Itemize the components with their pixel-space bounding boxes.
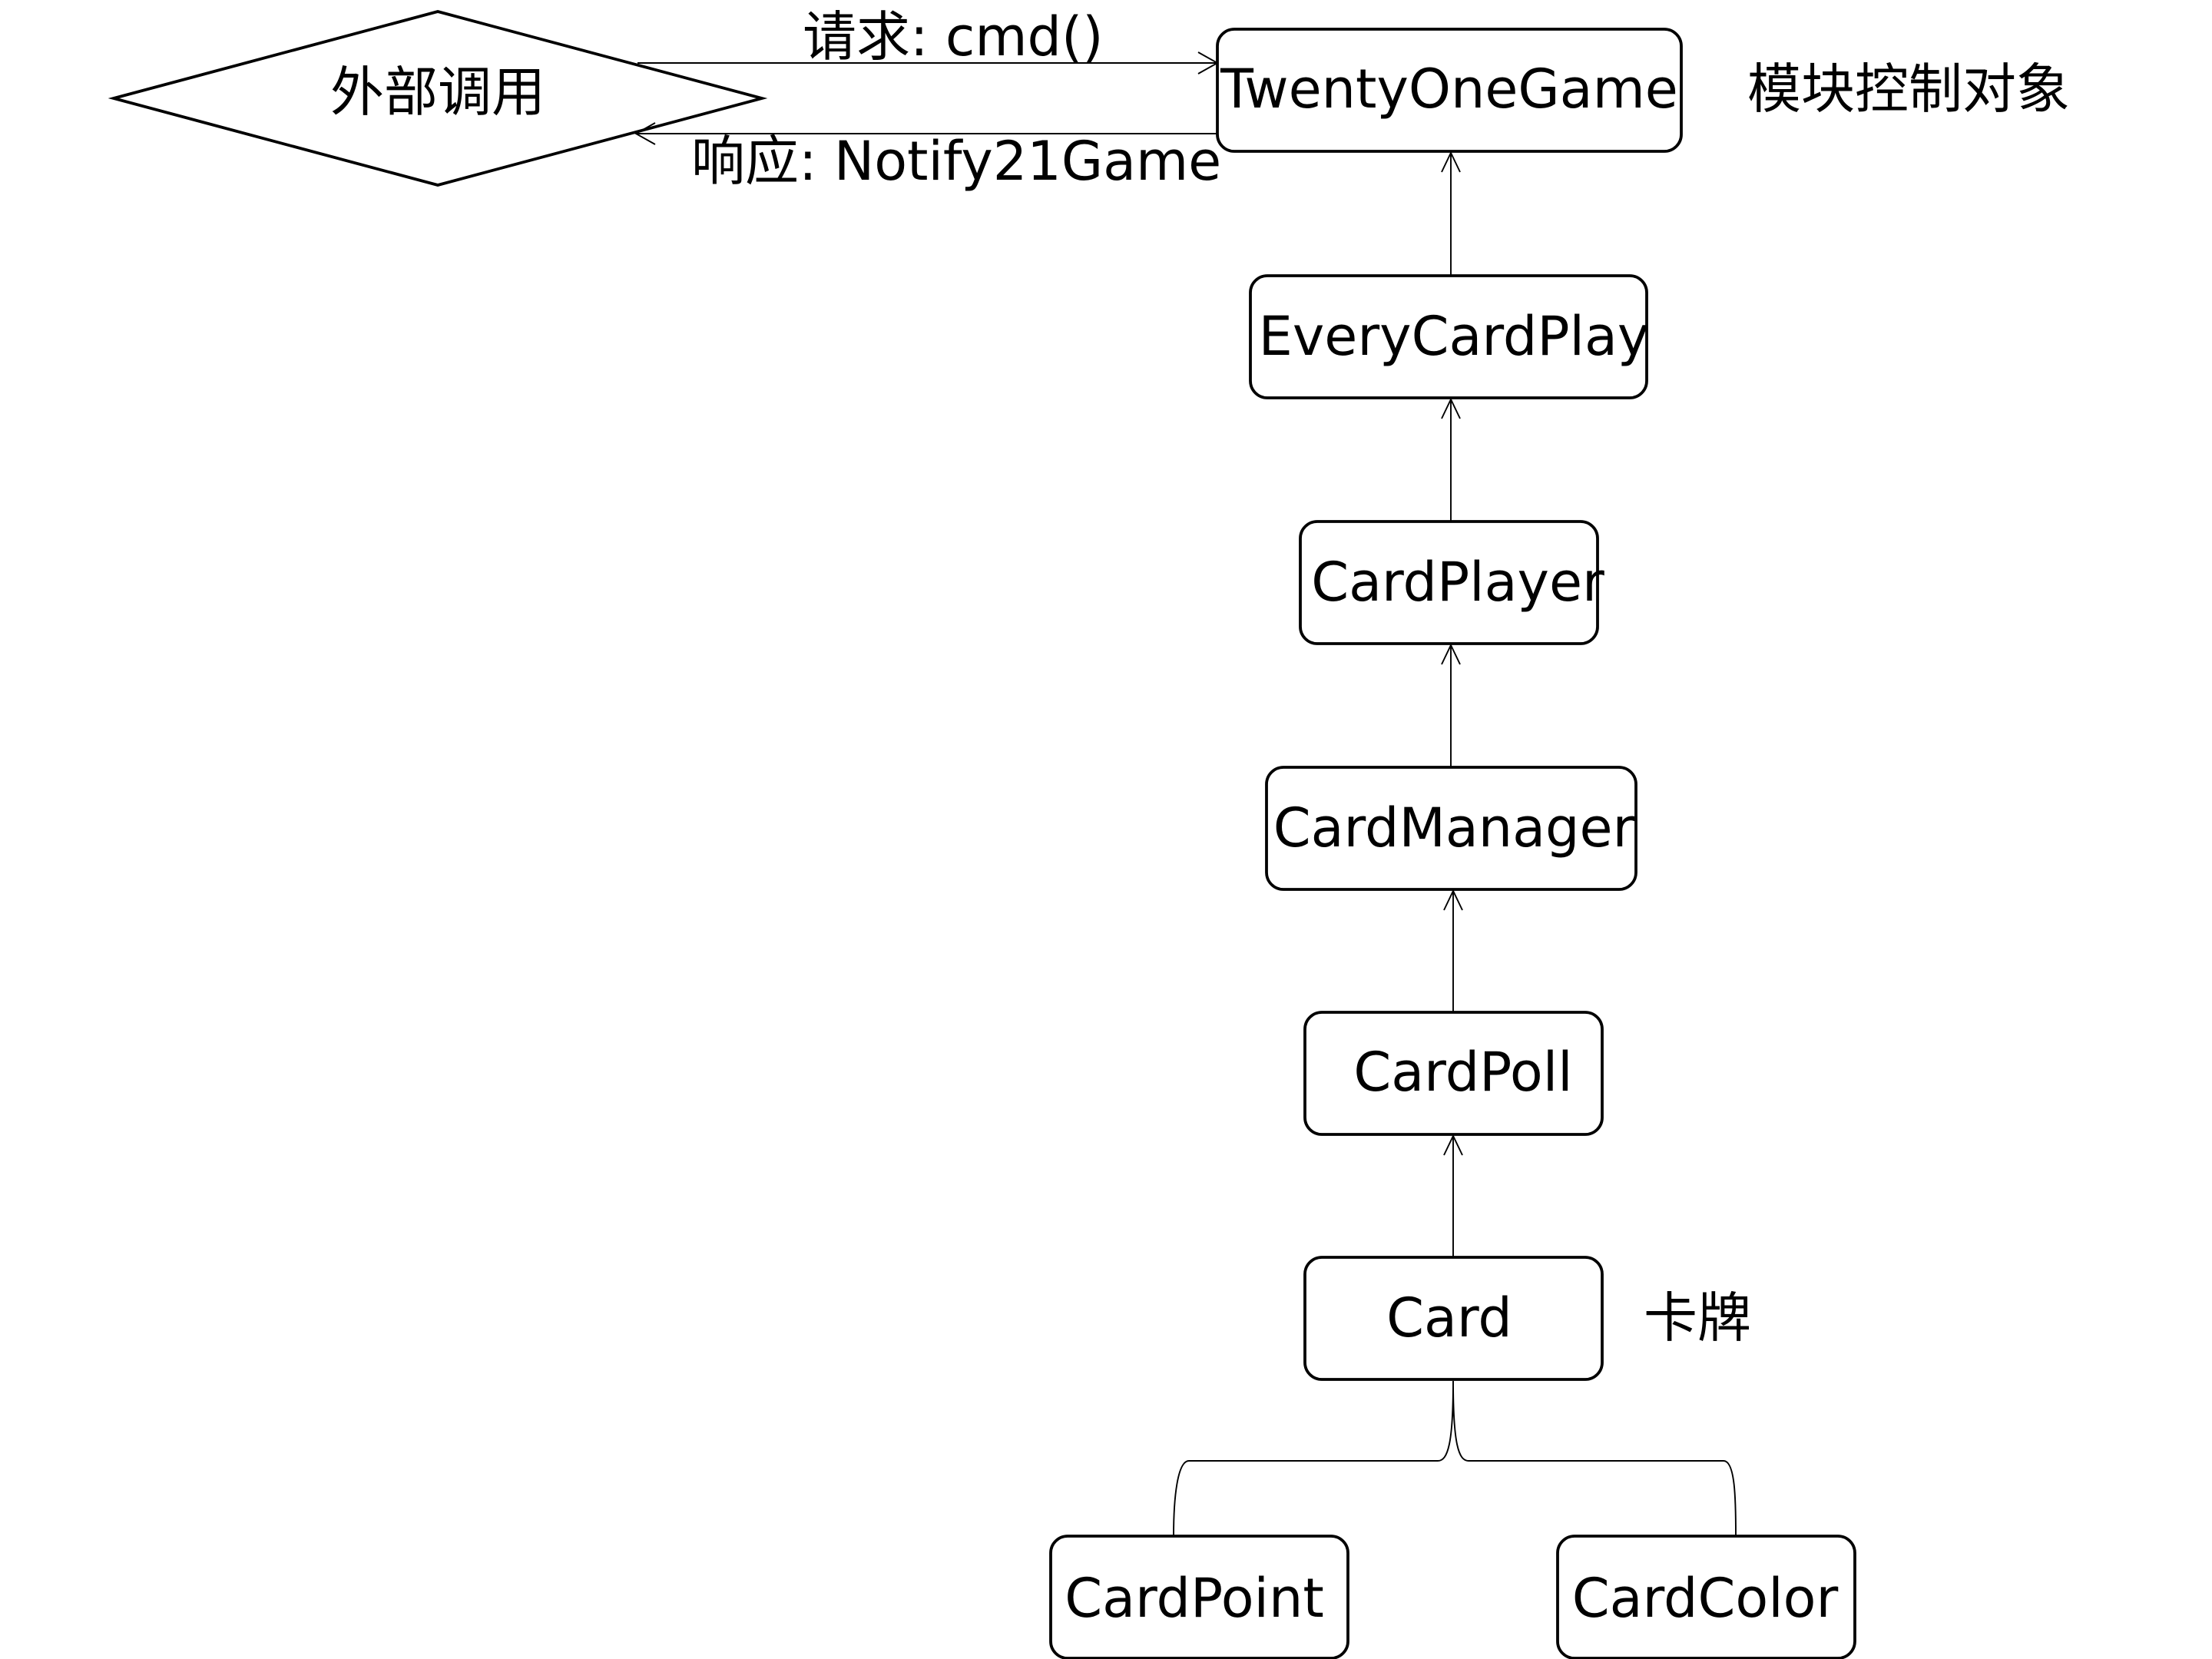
node-cardpoll-label: CardPoll [1353,1041,1572,1104]
external-call-node: 外部调用 [108,10,768,187]
node-cardpoint: CardPoint [1049,1535,1349,1659]
node-card-label: Card [1386,1286,1512,1349]
response-arrow [634,122,1217,145]
node-everycardplay: EveryCardPlay [1249,274,1650,399]
node-cardmanager: CardManager [1265,766,1637,891]
node-card: Card [1303,1256,1604,1381]
edge-cardmanager-to-cardplayer [1441,643,1461,767]
node-cardpoll: CardPoll [1303,1011,1604,1136]
node-twentyonegame: TwentyOneGame [1216,28,1683,153]
edge-everycardplay-to-twentyonegame [1441,151,1461,276]
external-call-diamond [108,10,768,187]
node-cardmanager-label: CardManager [1273,796,1635,859]
node-cardcolor: CardColor [1556,1535,1856,1659]
brace-connector [1173,1380,1737,1537]
card-note: 卡牌 [1644,1286,1751,1349]
node-cardpoint-label: CardPoint [1065,1567,1324,1630]
edge-cardplayer-to-everycardplay [1441,397,1461,522]
module-note: 模块控制对象 [1747,58,2070,121]
node-twentyonegame-label: TwentyOneGame [1220,58,1678,121]
request-label: 请求: cmd() [803,5,1104,68]
edge-card-to-cardpoll [1443,1134,1463,1257]
node-everycardplay-label: EveryCardPlay [1259,305,1650,368]
node-cardplayer: CardPlayer [1299,520,1604,645]
external-call-label: 外部调用 [330,61,545,124]
node-cardcolor-label: CardColor [1572,1567,1839,1630]
response-label: 响应: Notify21Game [691,130,1221,193]
node-cardplayer-label: CardPlayer [1311,551,1604,614]
edge-cardpoll-to-cardmanager [1443,889,1463,1012]
